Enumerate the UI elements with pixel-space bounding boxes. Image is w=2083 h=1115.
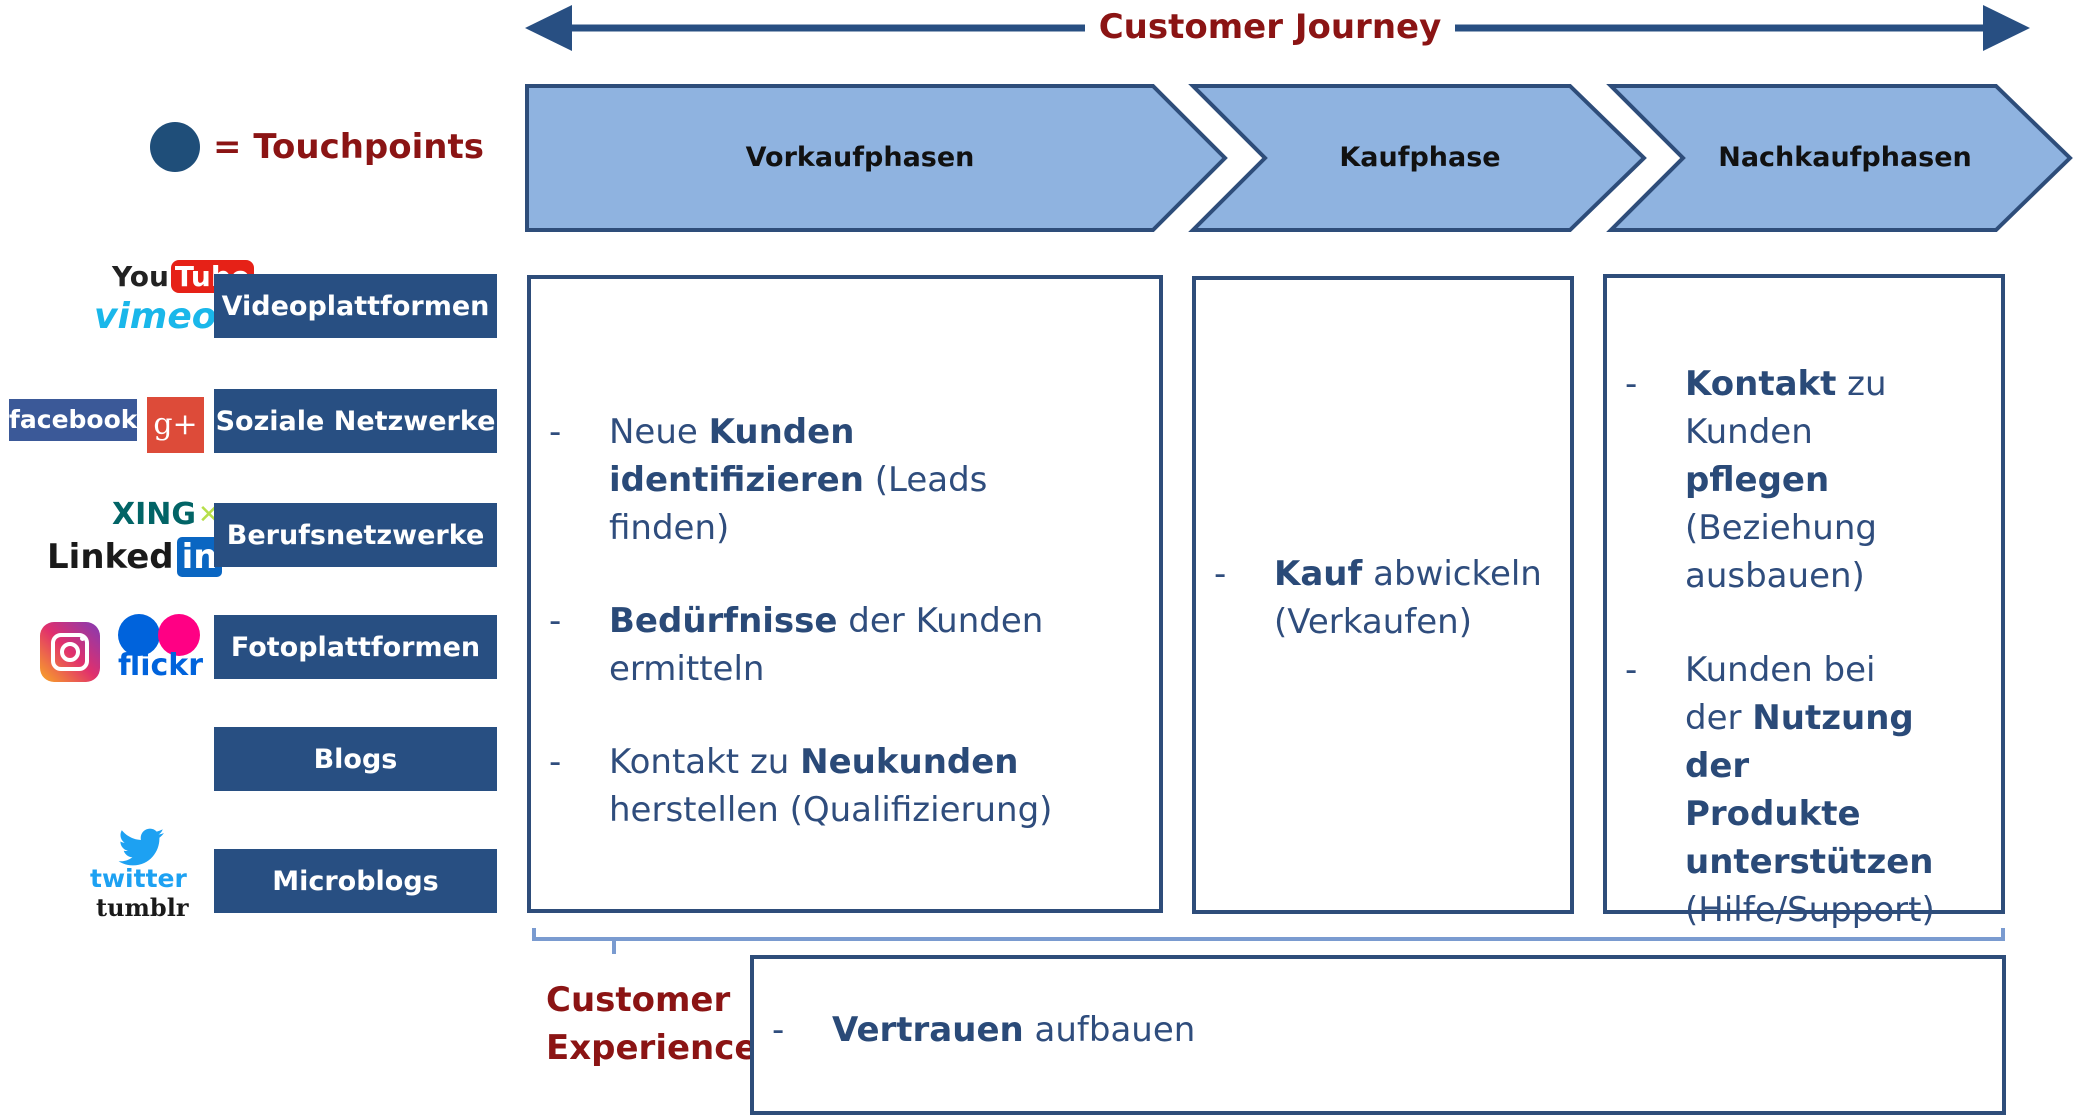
flickr-logo: flickr	[118, 648, 204, 683]
touchpoint-legend-label: = Touchpoints	[213, 127, 484, 167]
nachkauf-item-list: - Kontakt zu Kunden pflegen (Beziehung au…	[1625, 360, 1935, 934]
box-vorkaufphasen: - Neue Kunden identifizieren (Leads finde…	[527, 275, 1163, 913]
phase-chevron-kauf	[1188, 84, 1647, 232]
phase-label-vorkauf: Vorkaufphasen	[745, 142, 975, 173]
facebook-logo: facebook	[9, 399, 137, 441]
list-item: - Neue Kunden identifizieren (Leads finde…	[549, 408, 1109, 552]
text-run: Neue	[609, 412, 709, 452]
bullet-dash: -	[1625, 650, 1638, 690]
list-item: - Kontakt zu Neukunden herstellen (Qualif…	[549, 738, 1109, 834]
touchpoint-blogs: Blogs	[214, 727, 497, 791]
instagram-icon	[40, 622, 100, 682]
list-item-text: Kauf abwickeln (Verkaufen)	[1274, 550, 1554, 646]
touchpoint-berufsnetzwerke: Berufsnetzwerke	[214, 503, 497, 567]
customer-experience-label-line2: Experience	[546, 1028, 758, 1068]
list-item-text: Kontakt zu Kunden pflegen (Beziehung aus…	[1685, 360, 1925, 600]
bold-text: pflegen	[1685, 460, 1830, 500]
list-item-text: Vertrauen aufbauen	[832, 1006, 1872, 1054]
list-item: - Kontakt zu Kunden pflegen (Beziehung au…	[1625, 360, 1925, 600]
phase-label-kauf: Kaufphase	[1339, 142, 1501, 173]
bullet-dash: -	[1625, 364, 1638, 404]
phase-chevron-vorkauf	[525, 84, 1228, 232]
text-run: Kontakt zu	[609, 742, 801, 782]
text-run: (Beziehung ausbauen)	[1685, 508, 1877, 596]
customer-experience-label-line1: Customer	[546, 980, 731, 1020]
box-nachkaufphasen: - Kontakt zu Kunden pflegen (Beziehung au…	[1603, 274, 2005, 930]
text-run: der Kunden ermitteln	[609, 601, 1044, 689]
phase-label-nachkauf: Nachkaufphasen	[1718, 142, 1972, 173]
box-customer-experience: - Vertrauen aufbauen	[750, 955, 2006, 1115]
touchpoint-soziale-netzwerke: Soziale Netzwerke	[214, 389, 497, 453]
list-item-text: Bedürfnisse der Kunden ermitteln	[609, 597, 1109, 693]
box-kaufphase: - Kauf abwickeln (Verkaufen)	[1192, 276, 1574, 914]
list-item: - Bedürfnisse der Kunden ermitteln	[549, 597, 1109, 693]
text-run: herstellen (Qualifizierung)	[609, 790, 1053, 830]
twitter-bird-icon	[118, 828, 164, 866]
touchpoint-fotoplattformen: Fotoplattformen	[214, 615, 497, 679]
bullet-dash: -	[549, 742, 562, 782]
touchpoint-videoplattformen: Videoplattformen	[214, 274, 497, 338]
google-plus-logo: g+	[147, 397, 204, 453]
tumblr-logo: tumblr	[96, 893, 189, 922]
text-run: Kunden bei der	[1685, 650, 1876, 738]
text-run: zu Kunden	[1685, 364, 1887, 452]
list-item: - Vertrauen aufbauen	[772, 1006, 1872, 1054]
xing-logo: XING✕	[112, 497, 220, 532]
vimeo-logo: vimeo	[94, 296, 217, 337]
text-run: abwickeln (Verkaufen)	[1274, 554, 1542, 642]
text-run: aufbauen	[1023, 1010, 1196, 1050]
vorkauf-item-list: - Neue Kunden identifizieren (Leads finde…	[549, 408, 1109, 834]
bullet-dash: -	[549, 412, 562, 452]
list-item-text: Kontakt zu Neukunden herstellen (Qualifi…	[609, 738, 1109, 834]
flickr-dots-icon	[118, 614, 202, 656]
twitter-logo: twitter	[90, 864, 187, 893]
list-item-text: Neue Kunden identifizieren (Leads finden…	[609, 408, 1109, 552]
bold-text: Neukunden	[800, 742, 1019, 782]
bold-text: Kauf	[1274, 554, 1363, 594]
bold-text: Nutzung der Produkte unterstützen	[1685, 698, 1934, 882]
bullet-dash: -	[1214, 554, 1227, 594]
list-item: - Kauf abwickeln (Verkaufen)	[1214, 550, 1554, 646]
touchpoint-legend-dot	[150, 122, 200, 172]
phase-chevron-nachkauf	[1606, 84, 2073, 232]
bullet-dash: -	[549, 601, 562, 641]
customer-journey-arrow	[525, 5, 2030, 51]
bullet-dash: -	[772, 1010, 785, 1050]
bold-text: Bedürfnisse	[609, 601, 838, 641]
kauf-item-list: - Kauf abwickeln (Verkaufen)	[1214, 550, 1554, 646]
phase-chevrons	[525, 84, 2073, 232]
text-run: (Hilfe/Support)	[1685, 890, 1935, 930]
touchpoint-microblogs: Microblogs	[214, 849, 497, 913]
customer-experience-bracket	[532, 928, 2005, 954]
list-item-text: Kunden bei der Nutzung der Produkte unte…	[1685, 646, 1935, 934]
bold-text: Kontakt	[1685, 364, 1837, 404]
bold-text: Vertrauen	[832, 1010, 1024, 1050]
text-run: (Leads finden)	[609, 460, 988, 548]
experience-item-list: - Vertrauen aufbauen	[772, 1006, 1872, 1054]
list-item: - Kunden bei der Nutzung der Produkte unt…	[1625, 646, 1935, 934]
customer-experience-label: Customer Experience	[546, 976, 757, 1072]
bold-text: Kunden identifizieren	[609, 412, 864, 500]
customer-journey-label: Customer Journey	[1085, 2, 1455, 52]
